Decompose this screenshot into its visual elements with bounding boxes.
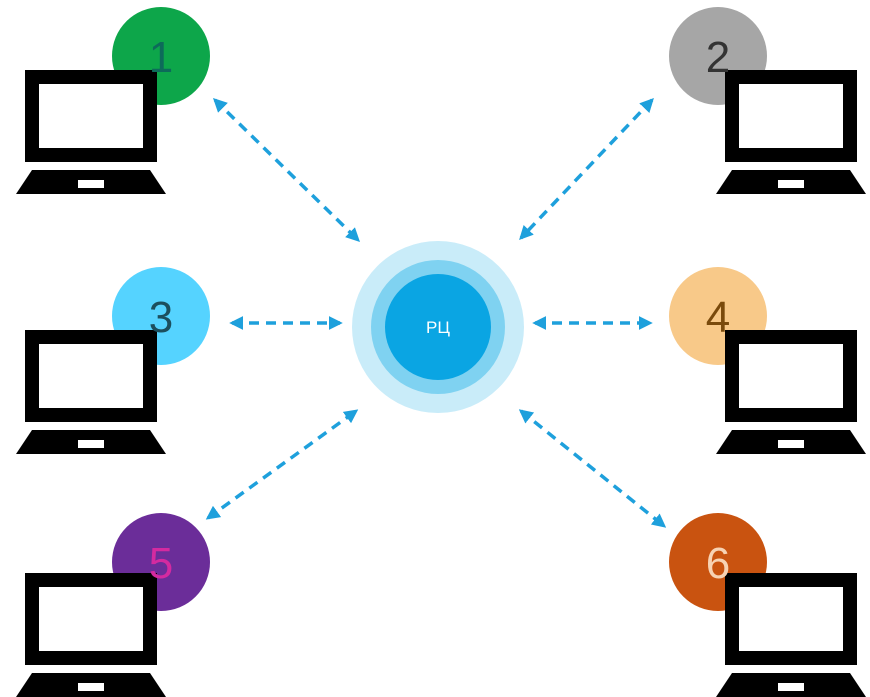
laptop-screen [25, 330, 157, 422]
laptop-trackpad [78, 683, 104, 691]
node-number: 2 [706, 33, 730, 82]
laptop-icon [16, 70, 166, 194]
laptop-icon [716, 330, 866, 454]
hub-inner-circle [385, 274, 491, 380]
node-number: 3 [149, 293, 173, 342]
node-3: 3 [16, 267, 210, 454]
laptop-trackpad [78, 440, 104, 448]
laptop-screen [25, 70, 157, 162]
nodes: 1 2 3 4 5 6 [16, 7, 866, 697]
hub-label: РЦ [426, 318, 450, 337]
node-number: 1 [149, 33, 173, 82]
node-6: 6 [669, 513, 866, 697]
arrow-hub-node-5 [205, 409, 359, 520]
laptop-icon [16, 573, 166, 697]
laptop-screen [25, 573, 157, 665]
node-5: 5 [16, 513, 210, 697]
connection-arrows [205, 97, 667, 528]
arrow-hub-node-1 [212, 98, 361, 242]
laptop-trackpad [78, 180, 104, 188]
laptop-icon [716, 573, 866, 697]
laptop-screen [725, 330, 857, 422]
arrow-hub-node-6 [518, 409, 667, 528]
laptop-screen [725, 70, 857, 162]
node-number: 6 [706, 539, 730, 588]
arrow-hub-node-2 [519, 97, 654, 241]
node-1: 1 [16, 7, 210, 194]
laptop-trackpad [778, 440, 804, 448]
hub-rc: РЦ [352, 241, 524, 413]
node-number: 5 [149, 539, 173, 588]
laptop-icon [716, 70, 866, 194]
laptop-icon [16, 330, 166, 454]
node-4: 4 [669, 267, 866, 454]
laptop-trackpad [778, 180, 804, 188]
node-2: 2 [669, 7, 866, 194]
laptop-trackpad [778, 683, 804, 691]
laptop-screen [725, 573, 857, 665]
node-number: 4 [706, 293, 730, 342]
